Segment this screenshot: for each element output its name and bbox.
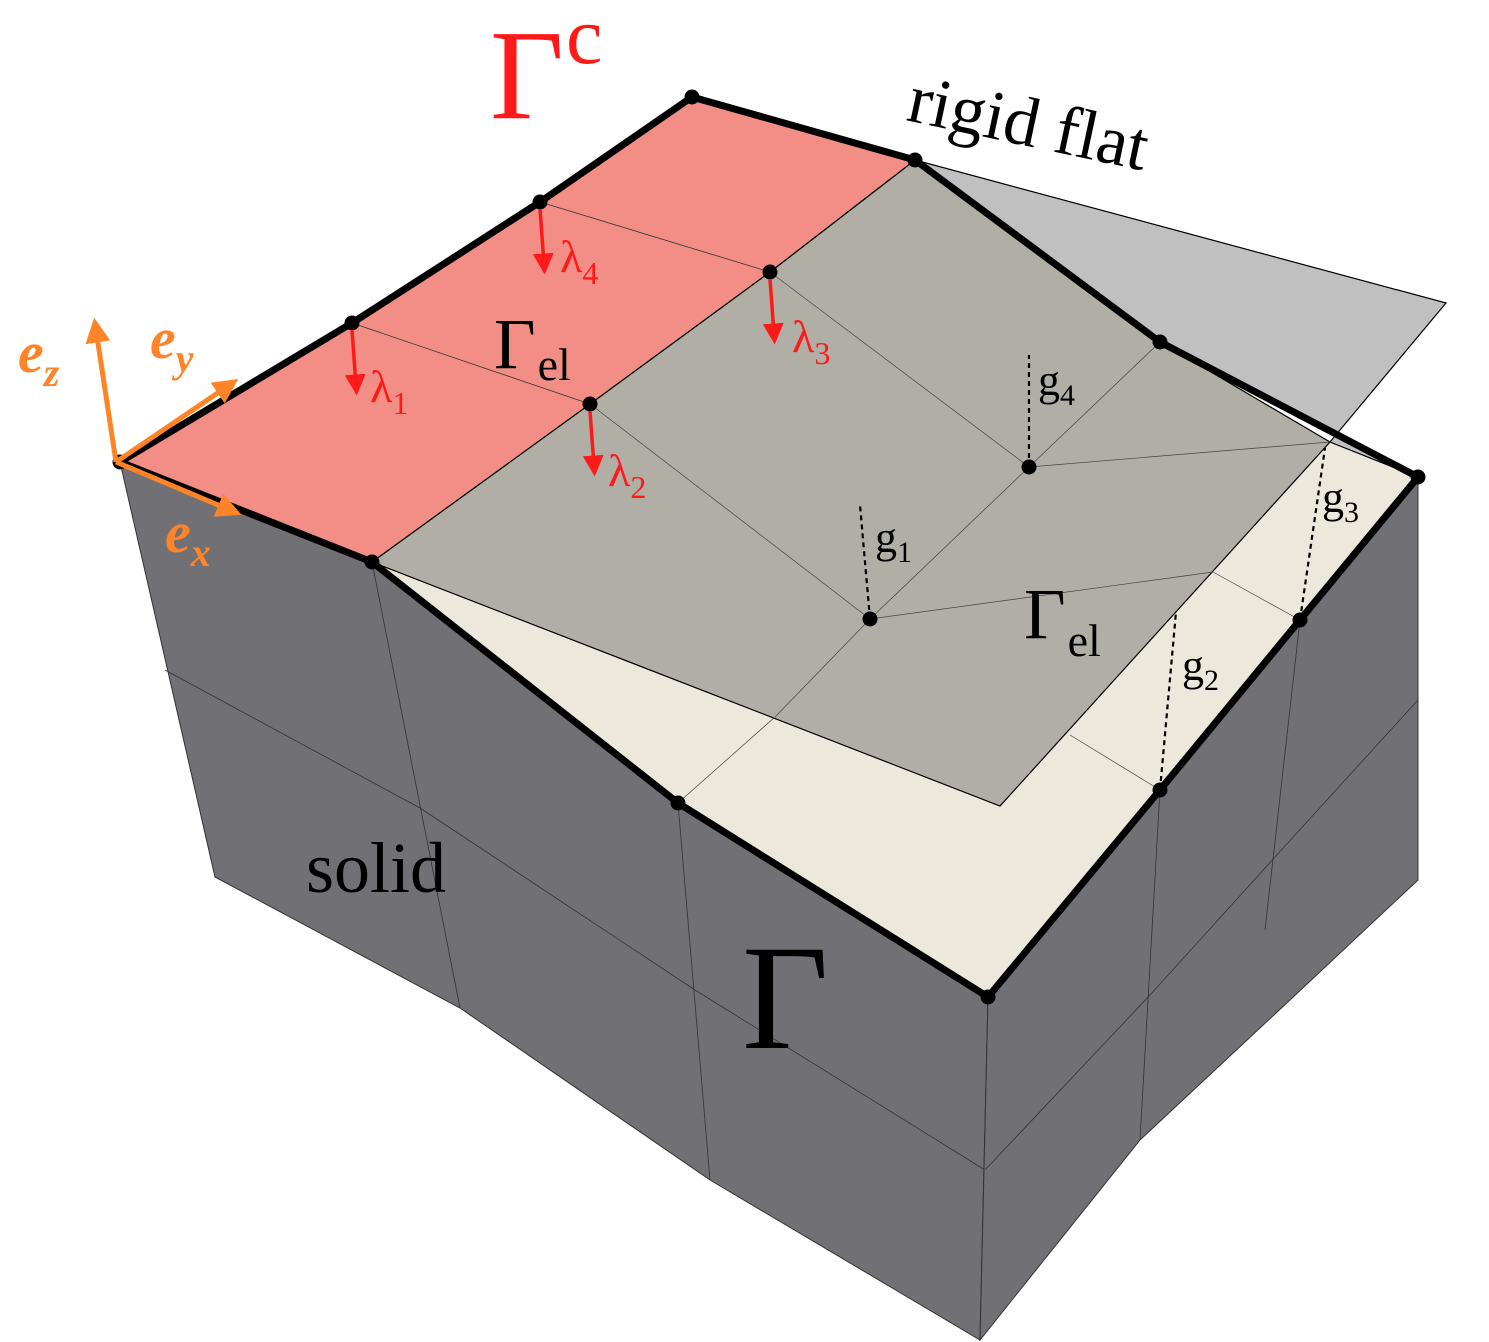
multiplier-arrows — [344, 208, 784, 477]
label-gamma-el-contact: Γel — [494, 304, 571, 390]
label-solid: solid — [306, 828, 446, 908]
label-gamma-el-flat: Γel — [1024, 574, 1101, 666]
label-gamma-c: Γc — [490, 0, 602, 146]
label-gamma: Γ — [742, 915, 829, 1081]
label-lambda-3: λ3 — [792, 311, 830, 371]
coordinate-axes — [85, 317, 242, 517]
gap-lines — [858, 355, 1327, 791]
label-gap-1: g1 — [875, 513, 912, 569]
top-surface — [372, 442, 1418, 997]
label-axis-ez: ez — [18, 320, 60, 395]
label-gap-4: g4 — [1038, 356, 1075, 412]
label-gap-2: g2 — [1182, 641, 1219, 697]
label-lambda-2: λ2 — [608, 445, 646, 505]
label-axis-ey: ey — [150, 306, 194, 381]
mesh-nodes — [112, 89, 1426, 1005]
label-gap-3: g3 — [1322, 473, 1359, 529]
label-lambda-4: λ4 — [560, 231, 598, 291]
label-axis-ex: ex — [165, 500, 211, 575]
label-lambda-1: λ1 — [370, 361, 408, 421]
